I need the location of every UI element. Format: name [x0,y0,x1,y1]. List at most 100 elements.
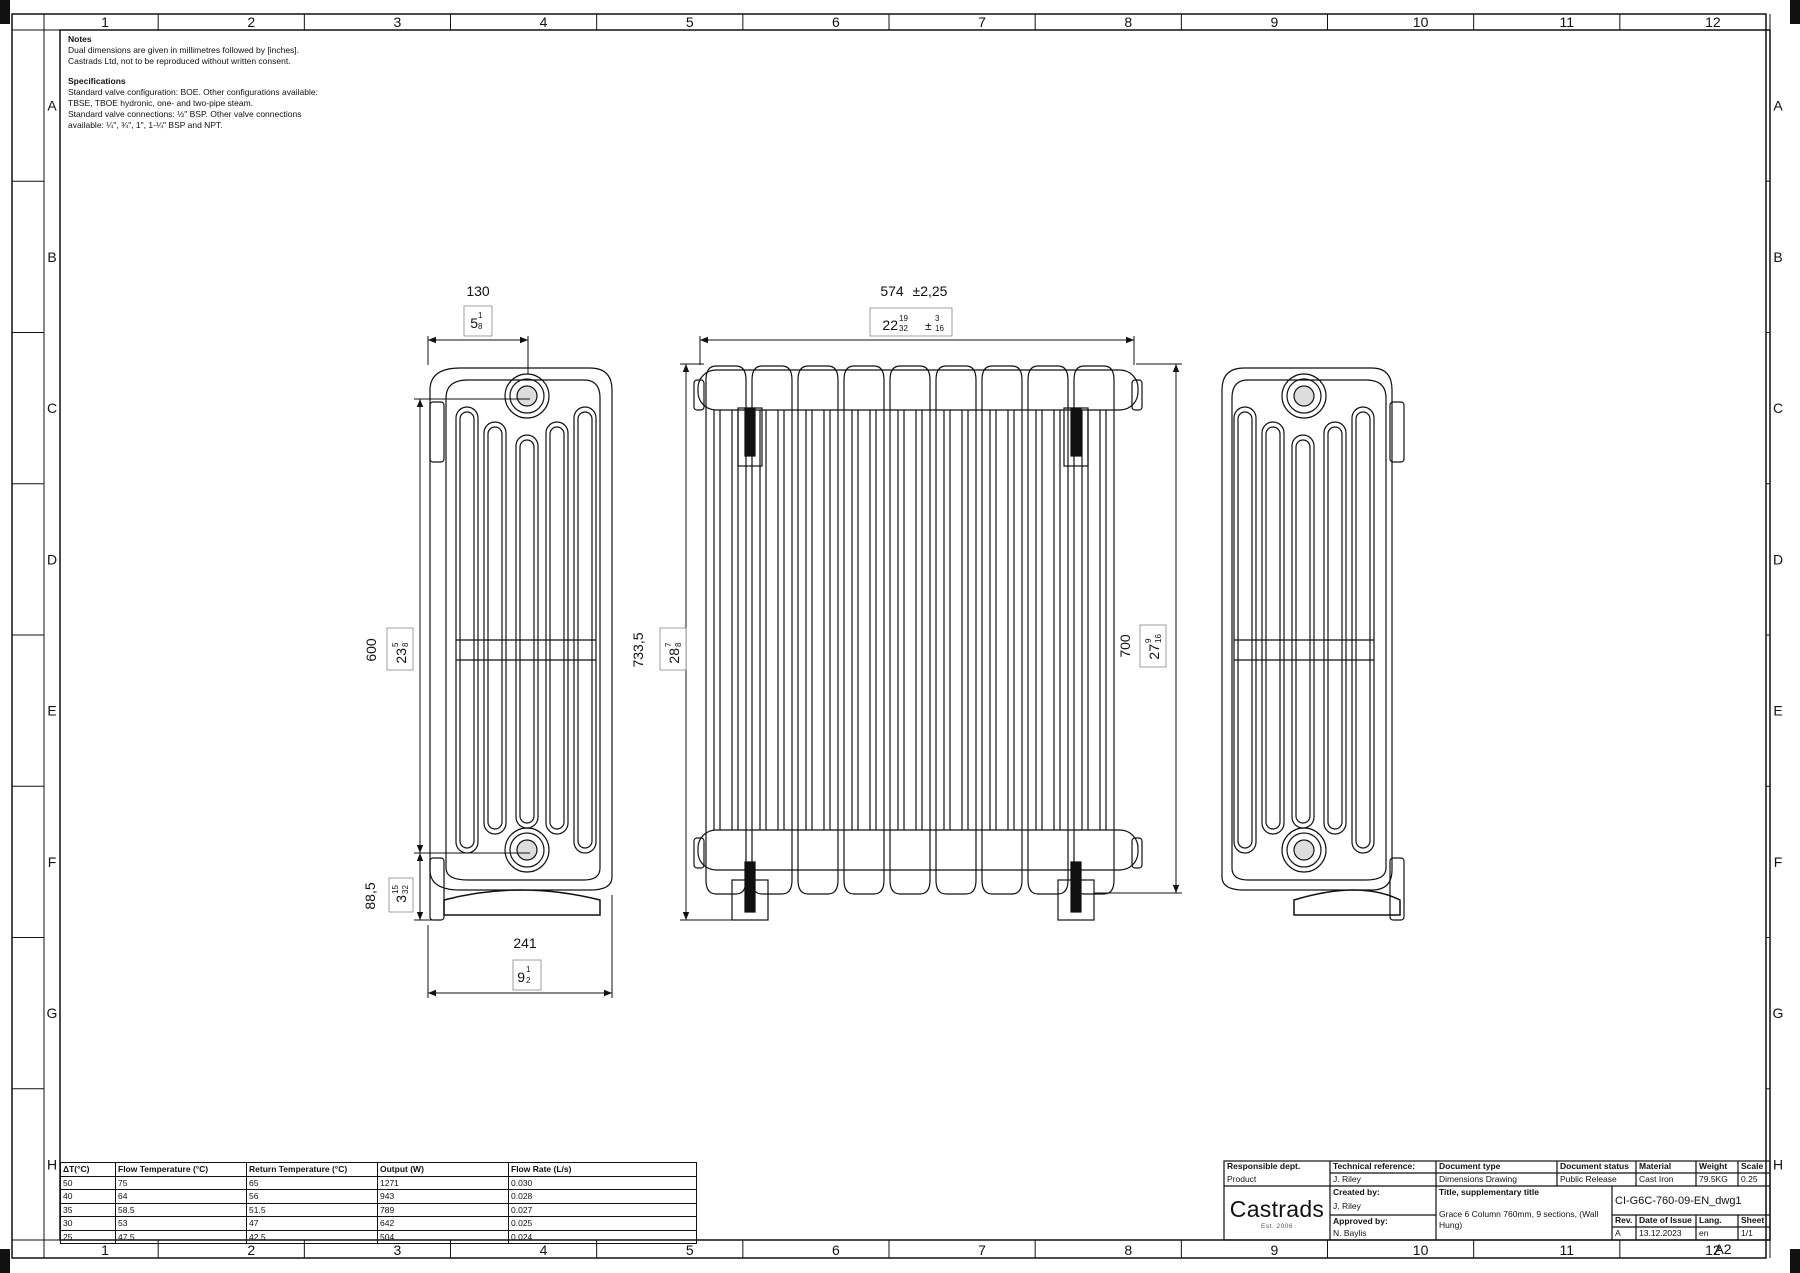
table-cell: 51.5 [246,1202,378,1217]
doc-status-value: Public Release [1560,1174,1617,1184]
col-flow-temp: Flow Temperature (°C) [115,1162,247,1177]
zone-row-label: F [48,854,57,870]
depth-inch-whole: 5 [470,315,478,331]
width-tolerance-label: ±2,25 [913,283,948,299]
zone-col-label: 12 [1705,14,1721,30]
rev-value: A [1615,1228,1621,1238]
side-view-left [429,367,613,921]
zone-row-label: B [47,249,56,265]
zone-col-label: 3 [394,14,402,30]
foot-inch-whole: 9 [517,969,525,985]
title-block-frame [1223,1160,1771,1241]
table-cell: 65 [246,1175,378,1190]
table-cell: 0.028 [508,1189,697,1204]
table-cell: 0.030 [508,1175,697,1190]
zone-col-label: 2 [247,1242,255,1258]
base-inch-num: 15 [391,885,400,894]
zone-col-label: 12 [1705,1242,1721,1258]
material-label: Material [1639,1161,1672,1171]
col-return-temp: Return Temperature (°C) [246,1162,378,1177]
zone-row-label: G [1773,1005,1784,1021]
responsible-dept-label: Responsible dept. [1227,1161,1301,1171]
zone-row-label: H [1773,1156,1783,1172]
zone-col-label: 10 [1413,1242,1429,1258]
lang-label: Lang. [1699,1215,1722,1225]
zone-row-label: G [47,1005,58,1021]
zone-col-label: 9 [1271,1242,1279,1258]
spec-line-4: available: ¼", ¾", 1", 1-¼" BSP and NPT. [68,120,223,130]
spec-heading: Specifications [68,76,126,86]
created-label: Created by: [1333,1187,1380,1197]
table-cell: 64 [115,1189,247,1204]
table-header-row: ΔT(°C) Flow Temperature (°C) Return Temp… [60,1162,697,1177]
company-name: Castrads [1229,1196,1325,1222]
zone-row-label: A [1773,98,1783,114]
title-label: Title, supplementary title [1439,1187,1539,1197]
responsible-dept-value: Product [1227,1174,1257,1184]
zone-col-label: 4 [540,14,548,30]
foot-mm-label: 241 [513,935,537,951]
zone-col-label: 9 [1271,14,1279,30]
zone-col-label: 11 [1559,1242,1574,1258]
centres-inch-den: 8 [401,642,410,647]
width-inch-den: 32 [899,324,908,333]
zone-col-label: 6 [832,1242,840,1258]
centres-mm-label: 600 [363,638,379,662]
tech-ref-value: J. Riley [1333,1174,1361,1184]
col-flow-rate: Flow Rate (L/s) [508,1162,697,1177]
approved-value: N. Baylis [1333,1228,1367,1238]
company-established: Est. 2006 [1261,1223,1293,1230]
col-output: Output (W) [377,1162,509,1177]
base-inch-whole: 3 [393,895,409,903]
doc-status-label: Document status [1560,1161,1629,1171]
table-cell: 75 [115,1175,247,1190]
notes-heading: Notes [68,34,92,44]
scale-label: Scale [1741,1161,1764,1171]
spec-line-1: Standard valve configuration: BOE. Other… [68,87,318,97]
sheet-frame [11,13,1771,1259]
table-cell: 53 [115,1216,247,1231]
weight-label: Weight [1699,1161,1728,1171]
table-cell: 25 [60,1229,116,1244]
table-cell: 0.027 [508,1202,697,1217]
table-cell: 642 [377,1216,509,1231]
date-label: Date of Issue [1639,1215,1692,1225]
width-tol-sign: ± [925,319,932,333]
dimension-boxes [386,305,1167,991]
table-cell: 58.5 [115,1202,247,1217]
dimension-lines [414,336,1182,998]
width-tol-den: 16 [935,324,944,333]
height-inch-whole: 28 [666,648,682,664]
table-cell: 504 [377,1229,509,1244]
zone-col-label: 5 [686,14,694,30]
centres-inch-whole: 23 [393,648,409,664]
zone-row-label: C [1773,400,1783,416]
height2-mm-label: 700 [1117,634,1133,658]
approved-label: Approved by: [1333,1216,1388,1226]
zone-col-label: 1 [101,1242,109,1258]
rev-label: Rev. [1615,1215,1633,1225]
zone-col-label: 7 [978,1242,986,1258]
notes-line-1: Dual dimensions are given in millimetres… [68,45,300,55]
table-cell: 47 [246,1216,378,1231]
front-view-pipes [693,369,1143,921]
height2-inch-den: 16 [1154,634,1163,643]
table-cell: 56 [246,1189,378,1204]
notes-line-2: Castrads Ltd, not to be reproduced witho… [68,56,291,66]
zone-col-label: 2 [247,14,255,30]
zone-col-label: 8 [1124,14,1132,30]
zone-col-label: 8 [1124,1242,1132,1258]
drawing-number: CI-G6C-760-09-EN_dwg1 [1615,1195,1742,1207]
zone-col-label: 6 [832,14,840,30]
height-inch-den: 8 [674,642,683,647]
zone-row-label: H [47,1156,57,1172]
spec-line-2: TBSE, TBOE hydronic, one- and two-pipe s… [68,98,254,108]
zone-row-label: D [1773,551,1783,567]
zone-row-label: B [1773,249,1782,265]
table-cell: 1271 [377,1175,509,1190]
